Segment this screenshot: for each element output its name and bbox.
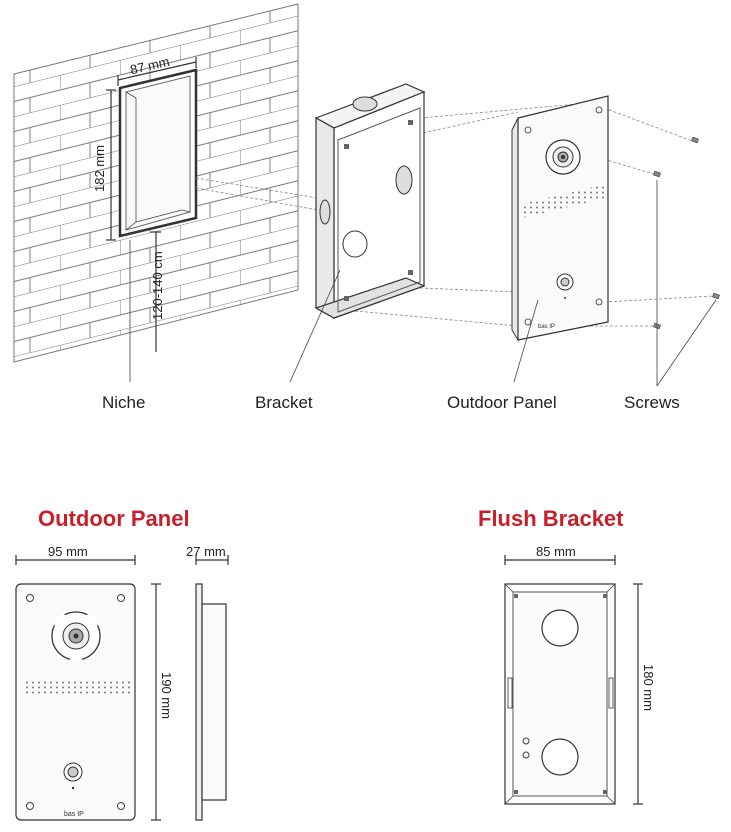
screws-label: Screws [624,393,680,412]
bracket-3d [314,83,426,320]
niche-height-label: 182 mm [92,145,107,192]
speaker-grille [22,681,130,695]
panel-height-label: 190 mm [159,672,174,719]
niche [118,68,198,238]
panel-front-view: bas IP [15,583,136,821]
bracket-width-dimension: 85 mm [504,544,616,565]
panel-depth-dimension: 27 mm [186,544,229,565]
panel-width-dimension: 95 mm [15,544,136,565]
leader-lines [129,180,717,387]
projection-lines [195,101,715,327]
niche-height-dimension: 182 mm [92,89,116,241]
bracket-label: Bracket [255,393,313,412]
panel-width-label: 95 mm [48,544,88,559]
niche-label: Niche [102,393,145,412]
bracket-height-dimension: 180 mm [633,583,656,805]
panel-logo: bas IP [538,324,555,330]
outdoor-panel-3d: bas IP [511,95,609,342]
niche-floor-dimension: 120-140 cm [150,231,165,352]
outdoor-panel-label: Outdoor Panel [447,393,557,412]
bracket-width-label: 85 mm [536,544,576,559]
bracket-height-label: 180 mm [641,664,656,711]
screws [653,136,720,330]
bracket-front-view [504,583,616,805]
niche-floor-label: 120-140 cm [150,251,165,320]
call-button-icon [556,273,574,291]
camera-icon [51,611,101,662]
camera-icon [545,139,581,175]
panel-side-view [195,583,227,821]
call-button-icon [63,762,83,782]
outdoor-panel-title: Outdoor Panel [38,506,190,531]
panel-front-logo: bas IP [64,811,84,818]
flush-bracket-title: Flush Bracket [478,506,624,531]
panel-height-dimension: 190 mm [151,583,174,821]
panel-depth-label: 27 mm [186,544,226,559]
